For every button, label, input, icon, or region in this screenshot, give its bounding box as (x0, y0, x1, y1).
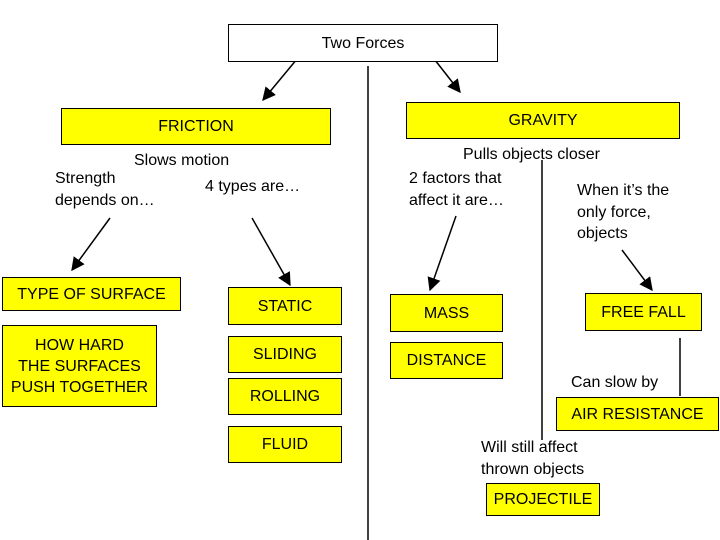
air-resistance-node: AIR RESISTANCE (556, 397, 719, 431)
arrow-to-type-of-surface (71, 217, 111, 272)
factors-note-line-1: 2 factors that (409, 170, 502, 187)
projectile-label: PROJECTILE (493, 491, 593, 508)
sliding-node: SLIDING (228, 336, 342, 373)
thrown-note-line-1: Will still affect (481, 439, 578, 456)
projectile-node: PROJECTILE (486, 483, 600, 516)
only-force-note-line-2: only force, (577, 204, 651, 221)
free-fall-node: FREE FALL (585, 293, 702, 331)
pulls-objects-note: Pulls objects closer (463, 146, 600, 163)
friction-label: FRICTION (158, 118, 234, 135)
strength-note-line-1: Strength (55, 170, 116, 187)
mass-label: MASS (423, 304, 470, 322)
root-label: Two Forces (321, 34, 405, 52)
static-label: STATIC (257, 297, 313, 315)
air-resistance-label: AIR RESISTANCE (571, 405, 704, 423)
types-note: 4 types are… (205, 178, 301, 195)
distance-node: DISTANCE (390, 342, 503, 379)
can-slow-by-note: Can slow by (571, 374, 659, 391)
factors-note-line-2: affect it are… (409, 192, 504, 209)
rolling-label: ROLLING (249, 388, 321, 405)
arrow-to-free-fall (621, 249, 653, 292)
slows-motion-note: Slows motion (134, 152, 230, 169)
only-force-note-line-3: objects (577, 225, 628, 242)
root-node-two-forces: Two Forces (228, 24, 498, 62)
strength-note-line-2: depends on… (55, 192, 155, 209)
static-node: STATIC (228, 287, 342, 325)
how-hard-label: HOW HARD THE SURFACES PUSH TOGETHER (10, 336, 149, 396)
how-hard-node: HOW HARD THE SURFACES PUSH TOGETHER (2, 325, 157, 407)
fluid-node: FLUID (228, 426, 342, 463)
arrow-to-mass (427, 215, 457, 292)
type-of-surface-label: TYPE OF SURFACE (17, 285, 166, 303)
type-of-surface-node: TYPE OF SURFACE (2, 277, 181, 311)
free-fall-label: FREE FALL (601, 303, 686, 321)
distance-label: DISTANCE (406, 352, 487, 369)
thrown-note-line-2: thrown objects (481, 461, 585, 478)
sliding-label: SLIDING (252, 346, 317, 363)
gravity-label: GRAVITY (508, 112, 578, 129)
only-force-note-line-1: When it’s the (577, 182, 670, 199)
rolling-node: ROLLING (228, 378, 342, 415)
friction-node: FRICTION (61, 108, 331, 145)
mass-node: MASS (390, 294, 503, 332)
fluid-label: FLUID (261, 436, 309, 453)
gravity-node: GRAVITY (406, 102, 680, 139)
arrow-to-static (251, 217, 291, 287)
